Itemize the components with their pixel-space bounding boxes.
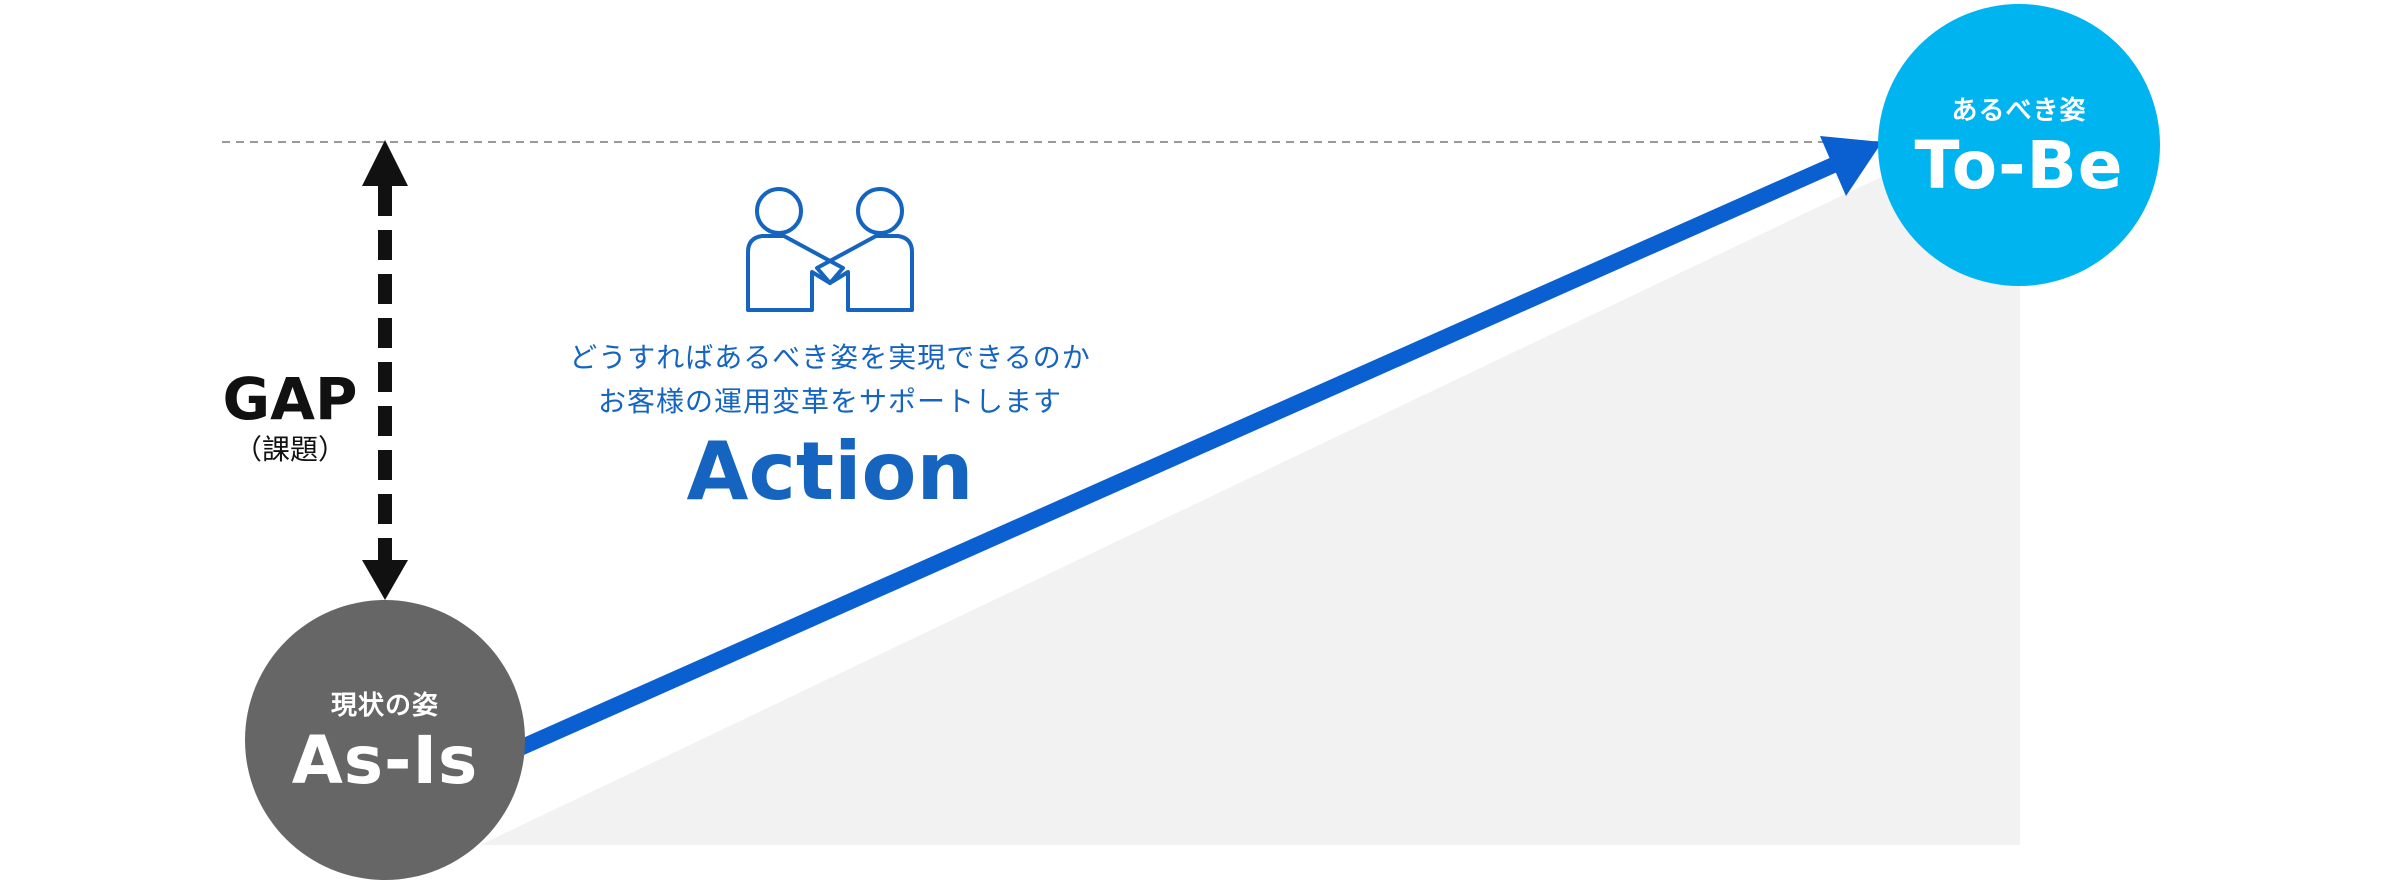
as-is-node: 現状の姿 As-Is [245,600,525,880]
gap-label: GAP （課題） [200,365,380,468]
action-description-line-1: どうすればあるべき姿を実現できるのか [569,341,1091,374]
action-block: どうすればあるべき姿を実現できるのか お客様の運用変革をサポートします Acti… [520,336,1140,518]
action-title: Action [686,425,974,518]
to-be-node: あるべき姿 To-Be [1878,4,2160,286]
growth-shadow-area [480,168,2020,845]
gap-subtitle: （課題） [233,432,346,466]
as-is-subtitle: 現状の姿 [330,690,439,721]
gap-arrow-head-up [362,140,408,186]
gap-arrow-head-down [362,560,408,600]
as-is-title: As-Is [291,721,479,799]
gap-double-arrow [362,140,408,600]
action-description-line-2: お客様の運用変革をサポートします [597,385,1062,418]
handshake-icon [746,187,914,312]
gap-title: GAP [222,365,358,433]
to-be-title: To-Be [1914,126,2124,204]
growth-arrow [516,136,1882,756]
growth-arrow-head [1820,136,1882,196]
to-be-subtitle: あるべき姿 [1951,95,2087,126]
